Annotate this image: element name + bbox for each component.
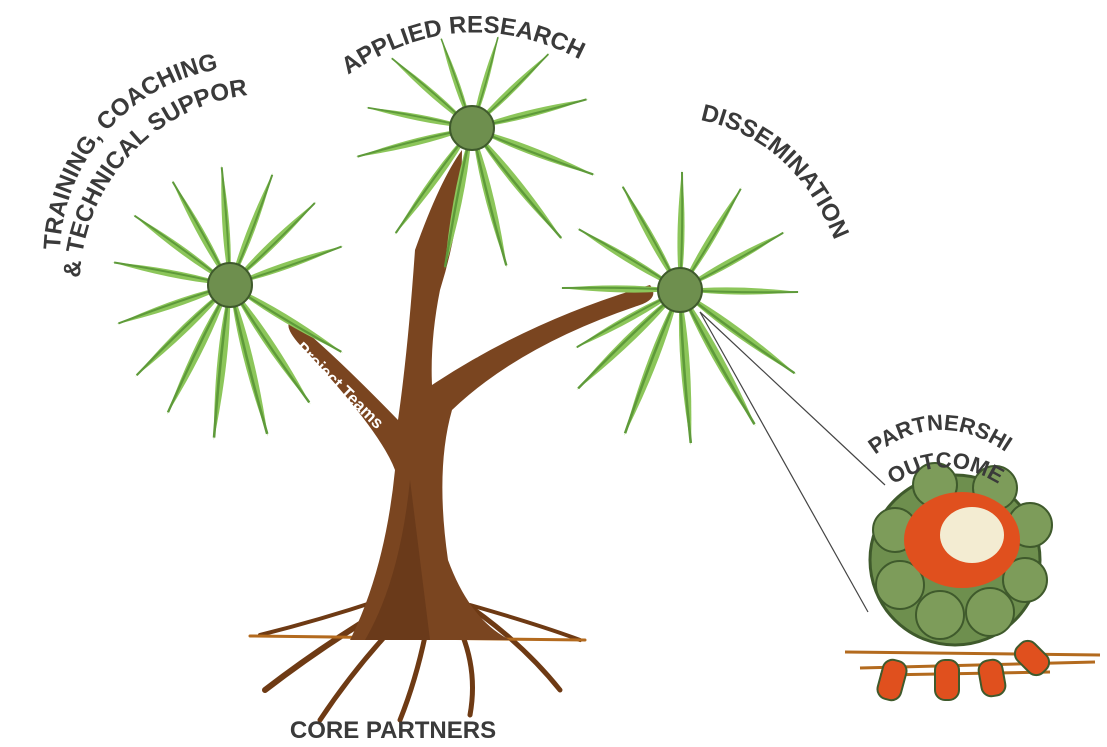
fruit-training xyxy=(208,263,252,307)
partnership-fruit xyxy=(845,463,1100,702)
label-applied-research: APPLIED RESEARCH xyxy=(337,11,589,80)
leaves-applied-research xyxy=(355,35,597,271)
label-training-line2: & TECHNICAL SUPPORT xyxy=(0,0,249,279)
crown-applied-research xyxy=(355,35,597,271)
fruit-applied-research xyxy=(450,106,494,150)
branch-label-left: Project Teams xyxy=(292,338,387,432)
fruit-dissemination xyxy=(658,268,702,312)
callout-lines xyxy=(700,312,885,612)
label-core-partners: CORE PARTNERS xyxy=(290,717,496,744)
crown-training xyxy=(111,165,345,441)
